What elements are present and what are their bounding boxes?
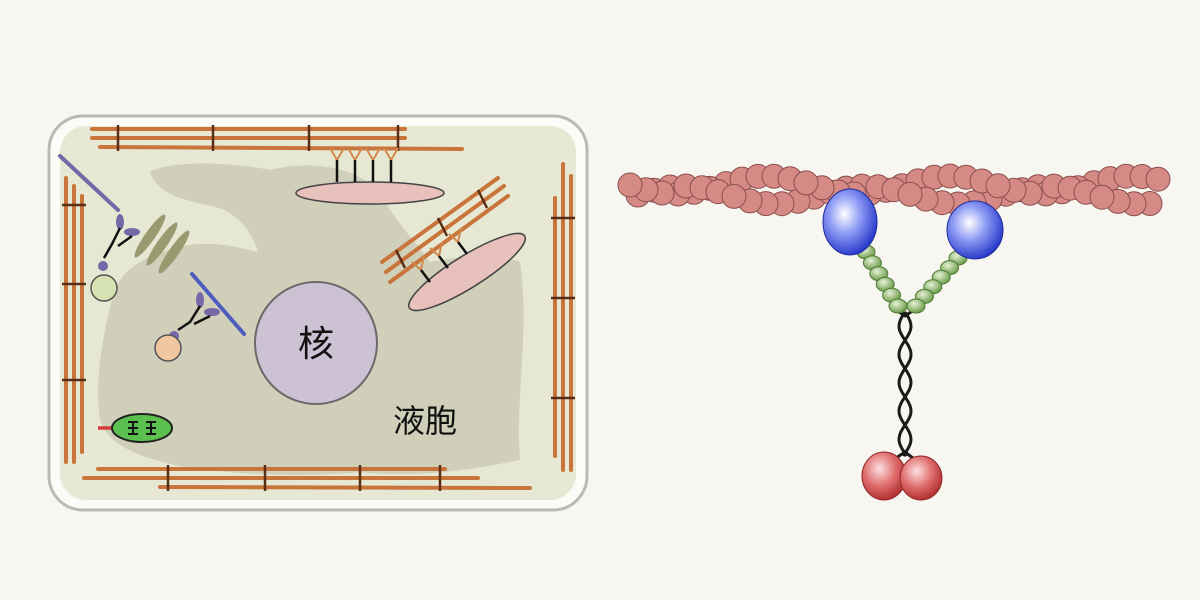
cargo-binding-domain-right [899,455,943,501]
er-filament-left [58,154,140,302]
golgi-stack [134,214,190,274]
actin-monomer [721,183,747,209]
organelle-top [295,147,445,205]
cargo-binding-domain-left [861,451,907,501]
light-chain-bead [888,298,908,314]
actin-monomer [1089,184,1115,210]
actin-cable-crosslinks-bottom [166,465,442,491]
actin-cables-left [64,176,84,464]
chloroplast [98,413,173,443]
actin-cables-bottom [82,467,532,490]
actin-cable-crosslinks-right [551,216,575,400]
actin-monomer [617,172,643,198]
vacuole-label: 液胞 [393,402,457,440]
er-filament-center [154,272,246,362]
nucleus-label: 核 [298,324,334,365]
myosin-neck-left [856,244,908,314]
actin-cables-right [553,162,573,472]
actin-monomer [793,170,819,196]
myosin-head-right [946,200,1004,260]
actin-monomer [985,173,1011,199]
nucleus [254,281,378,405]
actin-monomer [897,181,923,207]
myosin-neck-right [906,250,968,314]
plant-cell: 核 液胞 [47,114,589,512]
actin-cable-crosslinks-left [62,203,86,382]
myosin-on-actin [617,163,1171,501]
actin-monomer [1145,166,1171,192]
actin-cables-top [90,127,464,151]
myosin-tail [889,304,921,464]
actin-filament [617,163,1171,217]
light-chain-bead [906,298,926,314]
actin-cable-crosslinks-top [116,125,400,151]
diagonal-cable-bundle [380,176,527,312]
myosin-head-left [822,188,878,256]
